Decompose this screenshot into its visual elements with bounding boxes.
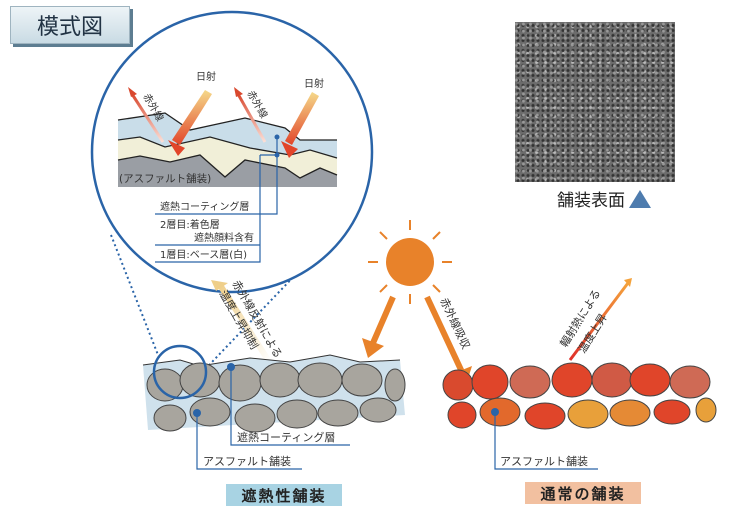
legend-layer2: 2層目:着色層 — [160, 218, 220, 231]
heat-shield-pavement-caption: 遮熱性舗装 — [226, 484, 342, 506]
normal-pavement-caption: 通常の舗装 — [525, 482, 641, 504]
legend-layer1: 1層目:ベース層(白) — [160, 248, 247, 261]
sunlight-arrows — [211, 278, 632, 385]
inset-sunlight-label-1: 日射 — [196, 71, 216, 83]
right-asphalt-label: アスファルト舗装 — [500, 454, 588, 468]
inset-asphalt-label: (アスファルト舗装) — [119, 172, 211, 185]
legend-layer2-note: 遮熱顔料含有 — [194, 231, 254, 244]
surface-photo-label: 舗装表面 — [557, 191, 625, 211]
surface-photo-caption: 舗装表面 — [557, 186, 651, 211]
inset-magnified-view: 日射 日射 赤外線 赤外線 (アスファルト舗装) 遮熱コーティング層 2層目:着… — [90, 10, 374, 294]
normal-pavement — [442, 362, 717, 470]
triangle-up-icon — [629, 189, 651, 208]
sun-icon — [368, 220, 452, 304]
pavement-surface-photo — [515, 22, 675, 182]
inset-sunlight-label-2: 日射 — [304, 78, 324, 90]
absorption-label: 赤外線吸収 — [437, 295, 473, 351]
heat-shield-pavement — [142, 344, 406, 470]
zoom-guide-lines — [110, 234, 301, 386]
coating-layer-label: 遮熱コーティング層 — [237, 430, 335, 444]
legend-coating-layer: 遮熱コーティング層 — [160, 200, 249, 213]
diagram-title: 模式図 — [10, 6, 130, 44]
left-asphalt-label: アスファルト舗装 — [203, 454, 291, 468]
